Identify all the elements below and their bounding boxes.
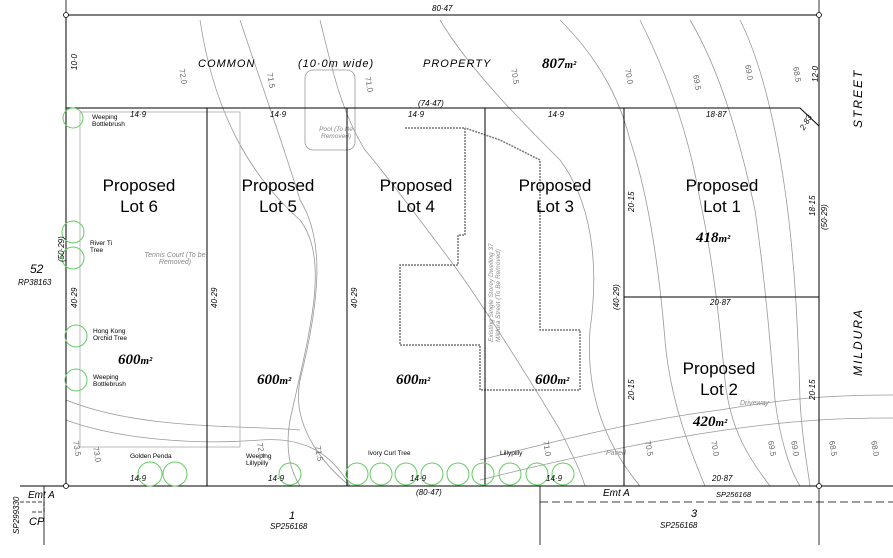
lot-3-area: 600m² [535,372,570,388]
common-area: 807m² [542,56,577,72]
lot-5-top-dim: 14·9 [270,110,287,119]
lot-3-top-dim: 14·9 [548,110,565,119]
common-width-label: (10·0m wide) [298,58,375,70]
right-dim-c: 20·15 [808,379,817,400]
tree-canopy [551,462,575,486]
lot-3-right-dim: (40·29) [612,284,621,310]
bottom-lot-plan: SP256168 [270,522,308,531]
contour-lines [65,19,893,487]
survey-peg [816,12,822,18]
tree-canopy [61,220,85,244]
tree-canopy [525,462,549,486]
bottom-lot-number: 1 [289,510,296,522]
dwelling-label: Existing Single Storey Dwelling 37 Mildu… [488,243,502,342]
cp-plan: SP299330 [12,496,21,534]
tree-canopy [137,461,163,487]
lot-2-side-dim: 20·15 [627,379,636,400]
cp-label: CP [29,516,45,528]
street-label: STREET [851,68,865,128]
tree-canopy [394,462,418,486]
tree-canopy [62,107,84,129]
bottom-right-lot-plan: SP256168 [660,521,698,530]
tennis-court-outline [79,111,241,448]
tree-canopy [471,462,495,486]
lot-6-top-dim: 14·9 [130,110,147,119]
dwelling-outline [399,127,581,391]
lot-2-bottom-dim: 20·87 [712,474,733,483]
survey-peg [63,483,69,489]
street-name-label: MILDURA [851,307,865,376]
paved-label: Paved [606,450,626,457]
common-property-line [66,107,820,127]
lot-6-bottom-dim: 14·9 [130,474,147,483]
tree-label: Weeping Bottlebrush [93,374,126,388]
lot-4-area: 600m² [396,372,431,388]
common-label: COMMON [198,58,256,70]
lot-1-area: 418m² [696,230,731,246]
tree-canopy [345,462,369,486]
lot-4-left-dim: 40·29 [350,287,359,308]
easement-plan: SP256168 [716,490,752,499]
lot-6-area: 600m² [118,352,153,368]
right-dim-b: (50·29) [820,204,829,230]
lot-1-top-dim: 18·87 [706,110,727,119]
lot-3-bottom-dim: 14·9 [546,474,563,483]
tree-canopy [64,368,88,392]
tennis-court-label: Tennis Court (To be Removed) [144,252,206,266]
common-inner-dim: (74·47) [418,99,444,108]
tree-label: Weeping Lillypilly [246,453,272,467]
common-right-dim: 12·0 [811,65,820,82]
bottom-right-lot-number: 3 [691,508,698,520]
left-lot-plan: RP38163 [18,278,52,287]
tree-label: Ivory Curl Tree [368,450,411,457]
tree-label: Hong Kong Orchid Tree [93,328,127,342]
property-label: PROPERTY [423,58,492,70]
lot-1-side-dim: 20·15 [627,191,636,212]
tree-label: Golden Penda [130,453,172,460]
lot-5-area: 600m² [257,372,292,388]
lot-2-top-dim: 20·87 [710,298,731,307]
lot-4-bottom-dim: 14·9 [410,474,427,483]
right-dim-a: 18·15 [808,195,817,216]
tree-canopy [278,462,302,486]
tree-canopy [498,462,522,486]
lot-5-left-dim: 40·29 [210,287,219,308]
lot-5-bottom-dim: 14·9 [268,474,285,483]
survey-peg [63,12,69,18]
easement-label-left: Emt A [28,490,55,501]
tree-label: Lillypilly [500,450,523,457]
pool-label: Pool (To Be Removed) [319,126,353,140]
tree-canopy [61,246,85,270]
tree-label: Weeping Bottlebrush [92,114,125,128]
tree-canopy [420,462,444,486]
easement-label-right: Emt A [603,488,630,499]
tree-canopy [446,462,470,486]
left-lot-number: 52 [30,262,44,276]
lot-4-top-dim: 14·9 [408,110,425,119]
easement-line [20,501,45,513]
top-dimension: 80·47 [432,4,453,13]
tree-label: River Ti Tree [90,240,113,254]
lot-6-left-dim: 40·29 [70,287,79,308]
survey-peg [816,483,822,489]
bottom-total-dim: (80·47) [416,488,442,497]
lot-6-left-paren-dim: (50·29) [57,236,66,262]
common-left-dim: 10·0 [70,53,79,70]
tree-canopy [369,462,393,486]
tree-canopy [162,461,188,487]
lot-2-area: 420m² [693,414,728,430]
driveway-label: Driveway [740,400,769,407]
tree-canopy [64,324,88,348]
pool-outline [304,69,356,151]
